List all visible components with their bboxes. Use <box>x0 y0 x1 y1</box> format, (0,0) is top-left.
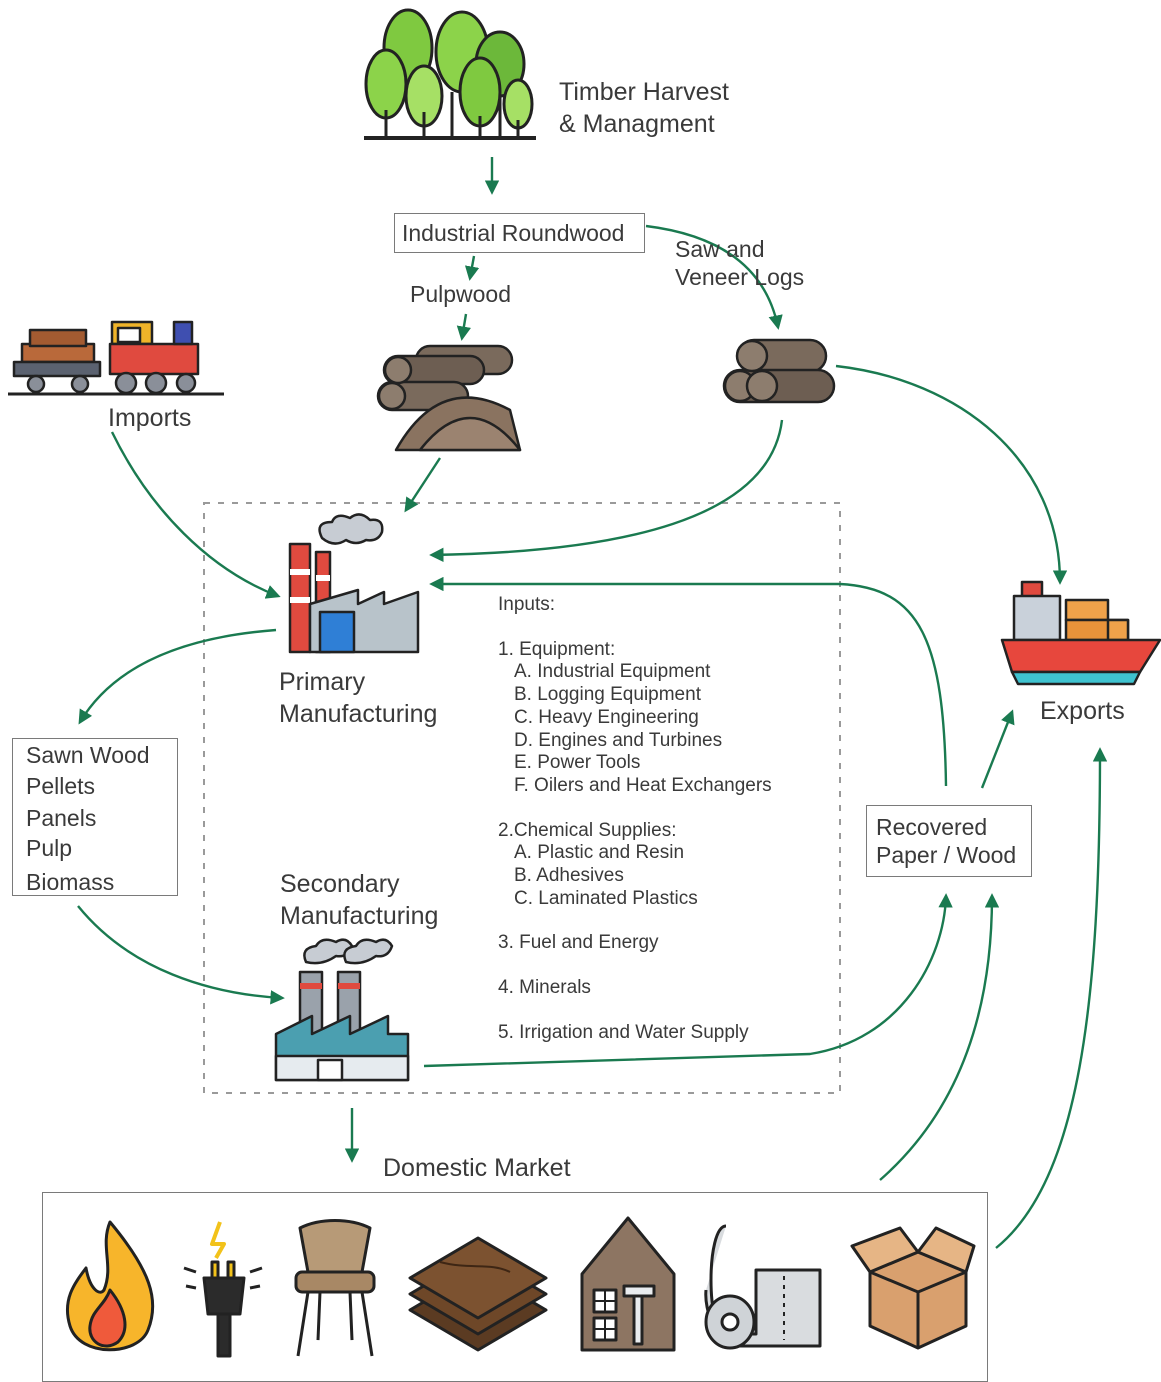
arrow-logs-primary <box>429 419 784 563</box>
input-item: A. Plastic and Resin <box>514 842 685 864</box>
manufacturing-boundary <box>203 502 841 1094</box>
saw-veneer-logs-label: Saw and Veneer Logs <box>675 236 805 290</box>
recovered-box: Recovered Paper / Wood <box>866 805 1032 877</box>
input-item: B. Adhesives <box>514 865 624 887</box>
pulpwood-label: Pulpwood <box>410 281 512 307</box>
exports-label: Exports <box>1040 697 1125 725</box>
timber-harvest-label: Timber Harvest & Managment <box>559 78 729 138</box>
logs-icon <box>722 338 836 404</box>
arrow-recovered-exports <box>980 709 1015 789</box>
input-item: D. Engines and Turbines <box>514 729 723 751</box>
electric-plug-icon <box>183 1221 263 1358</box>
primary-manufacturing-label: Primary Manufacturing <box>279 668 438 728</box>
input-item: F. Oilers and Heat Exchangers <box>514 774 772 796</box>
arrow-roundwood-sawlogs <box>645 224 783 330</box>
inputs-chemical-header: 2.Chemical Supplies: <box>498 819 677 841</box>
secondary-factory-icon <box>274 938 410 1082</box>
arrow-market-recovered <box>879 893 1000 1181</box>
arrow-primary-products <box>78 628 277 725</box>
primary-factory-icon <box>288 513 420 654</box>
cargo-ship-icon <box>1000 580 1161 686</box>
arrow-pulpwood-pile <box>456 313 471 341</box>
industrial-roundwood-box: Industrial Roundwood <box>394 213 645 253</box>
product-sawn-wood: Sawn Wood <box>26 742 150 768</box>
inputs-list: Inputs: 1. Equipment: A. Industrial Equi… <box>498 594 772 1045</box>
input-item: C. Heavy Engineering <box>514 706 699 728</box>
inputs-title: Inputs: <box>498 594 556 615</box>
train-icon <box>8 320 224 396</box>
recovered-label: Recovered Paper / Wood <box>876 814 1017 868</box>
arrow-imports-primary <box>110 431 281 599</box>
arrow-market-exports <box>995 747 1108 1249</box>
pulpwood-pile-icon <box>376 344 522 452</box>
secondary-manufacturing-label: Secondary Manufacturing <box>280 870 439 930</box>
paper-roll-icon <box>704 1224 822 1350</box>
domestic-market-label: Domestic Market <box>383 1154 571 1182</box>
arrow-secondary-recovered <box>423 893 953 1068</box>
arrow-recovered-primary <box>429 576 948 787</box>
house-icon <box>580 1216 676 1352</box>
product-pellets: Pellets <box>26 773 96 799</box>
product-pulp: Pulp <box>26 835 73 861</box>
input-item: C. Laminated Plastics <box>514 887 698 909</box>
wood-panels-icon <box>408 1236 548 1352</box>
fire-icon <box>65 1220 155 1352</box>
inputs-water: 5. Irrigation and Water Supply <box>498 1021 749 1043</box>
domestic-market-box <box>42 1192 988 1382</box>
cardboard-box-icon <box>850 1226 976 1350</box>
input-item: E. Power Tools <box>514 752 641 774</box>
inputs-equipment-header: 1. Equipment: <box>498 638 616 660</box>
arrow-roundwood-pulpwood <box>464 255 480 281</box>
forest-icon <box>364 8 536 140</box>
industrial-roundwood-label: Industrial Roundwood <box>402 220 625 246</box>
product-panels: Panels <box>26 805 97 831</box>
input-item: A. Industrial Equipment <box>514 661 711 683</box>
input-item: B. Logging Equipment <box>514 684 701 706</box>
arrow-logs-exports <box>835 364 1068 585</box>
primary-products-box: Sawn Wood Pellets Panels Pulp Biomass <box>12 738 178 896</box>
inputs-fuel: 3. Fuel and Energy <box>498 932 659 954</box>
arrow-pile-primary <box>404 457 442 513</box>
imports-label: Imports <box>108 404 192 432</box>
product-biomass: Biomass <box>26 869 115 895</box>
arrow-products-secondary <box>77 905 285 1005</box>
inputs-minerals: 4. Minerals <box>498 977 591 999</box>
chair-icon <box>294 1219 376 1357</box>
